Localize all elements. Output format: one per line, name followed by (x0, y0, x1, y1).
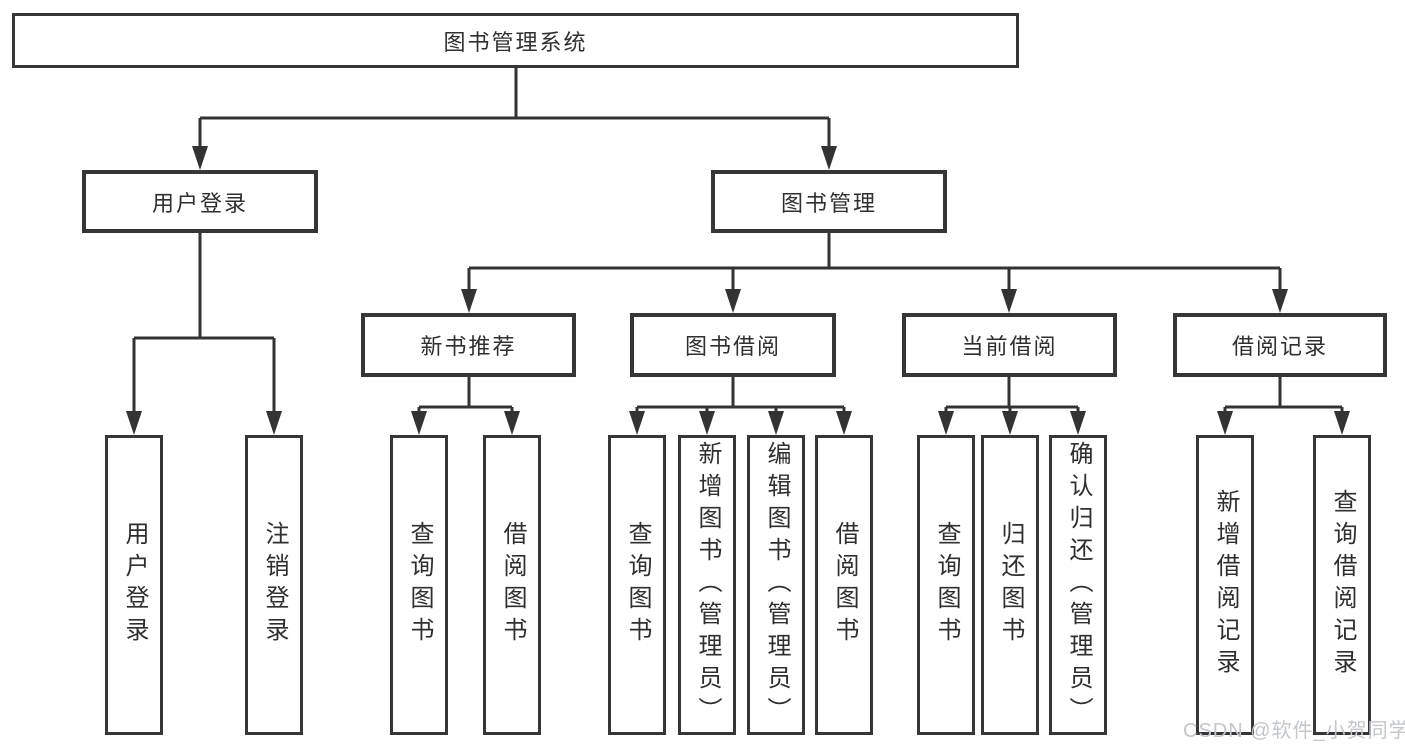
node-current-borrow: 当前借阅 (902, 313, 1117, 377)
leaf-add-book-admin-label: 新增图书（管理员） (694, 441, 721, 729)
node-book-mgmt: 图书管理 (711, 170, 947, 233)
leaf-logout: 注销登录 (245, 435, 303, 735)
leaf-add-book-admin: 新增图书（管理员） (678, 435, 736, 735)
node-root: 图书管理系统 (12, 13, 1019, 68)
connector-current-borrow-split (938, 377, 1086, 435)
leaf-return-book-label: 归还图书 (997, 521, 1024, 649)
node-new-book-rec-label: 新书推荐 (420, 334, 517, 359)
leaf-edit-book-admin: 编辑图书（管理员） (747, 435, 805, 735)
leaf-user-login-label: 用户登录 (121, 521, 148, 649)
node-new-book-rec: 新书推荐 (361, 313, 576, 377)
leaf-confirm-return-admin: 确认归还（管理员） (1049, 435, 1107, 735)
leaf-query-book-2-label: 查询图书 (624, 521, 651, 649)
leaf-query-borrow-record-label: 查询借阅记录 (1329, 489, 1356, 681)
leaf-query-book-3: 查询图书 (917, 435, 975, 735)
leaf-query-book-1-label: 查询图书 (406, 521, 433, 649)
node-user-login-label: 用户登录 (151, 190, 248, 216)
leaf-user-login: 用户登录 (105, 435, 163, 735)
leaf-query-borrow-record: 查询借阅记录 (1313, 435, 1371, 735)
leaf-add-borrow-record-label: 新增借阅记录 (1212, 489, 1239, 681)
leaf-borrow-book-1: 借阅图书 (483, 435, 541, 735)
leaf-confirm-return-admin-label: 确认归还（管理员） (1065, 441, 1092, 729)
connector-new-book-rec-split (411, 377, 520, 435)
leaf-borrow-book-2-label: 借阅图书 (831, 521, 858, 649)
node-book-borrow-label: 图书借阅 (684, 334, 781, 359)
connector-borrow-records-split (1217, 377, 1350, 435)
leaf-borrow-book-1-label: 借阅图书 (499, 521, 526, 649)
connector-book-borrow-split (629, 377, 852, 435)
node-root-label: 图书管理系统 (443, 29, 588, 55)
node-borrow-records-label: 借阅记录 (1231, 334, 1328, 359)
leaf-query-book-3-label: 查询图书 (933, 521, 960, 649)
leaf-return-book: 归还图书 (981, 435, 1039, 735)
leaf-edit-book-admin-label: 编辑图书（管理员） (763, 441, 790, 729)
leaf-logout-label: 注销登录 (261, 521, 288, 649)
node-current-borrow-label: 当前借阅 (961, 334, 1058, 359)
leaf-borrow-book-2: 借阅图书 (815, 435, 873, 735)
node-book-borrow: 图书借阅 (630, 313, 836, 377)
leaf-query-book-2: 查询图书 (608, 435, 666, 735)
leaf-query-book-1: 查询图书 (390, 435, 448, 735)
connector-book-mgmt-split (461, 233, 1288, 313)
node-user-login: 用户登录 (82, 170, 318, 233)
node-borrow-records: 借阅记录 (1173, 313, 1387, 377)
connector-user-login-split (126, 233, 282, 435)
watermark: CSDN @软件_小贺同学 (1183, 720, 1405, 742)
node-book-mgmt-label: 图书管理 (780, 190, 877, 216)
leaf-add-borrow-record: 新增借阅记录 (1196, 435, 1254, 735)
connector-root-split (192, 68, 837, 170)
